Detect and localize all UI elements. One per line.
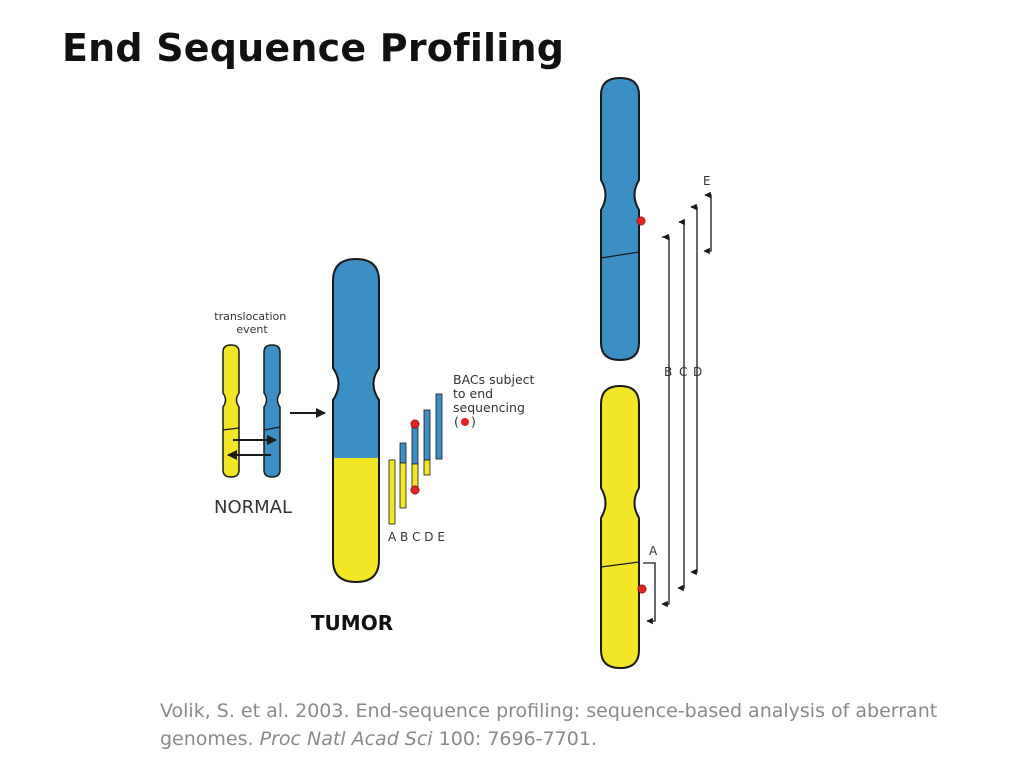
bracket-label-a: A: [649, 544, 658, 558]
bacs-label-line2: to end: [453, 386, 493, 401]
bracket-e: [703, 194, 712, 255]
slide-title: End Sequence Profiling: [62, 26, 565, 70]
bac-clone-a: [388, 459, 396, 525]
translocation-arrows: [227, 435, 277, 460]
normal-chromosome-yellow: [222, 344, 240, 478]
bacs-label-line3: sequencing: [453, 400, 525, 415]
citation-journal: Proc Natl Acad Sci: [259, 728, 433, 750]
bac-clone-d: [423, 409, 431, 476]
translocation-label-line1: translocation: [214, 310, 286, 323]
bacs-label-open-paren: (: [454, 414, 459, 429]
translocation-label-line2: event: [236, 323, 268, 336]
bac-letters: A B C D E: [388, 530, 445, 544]
bracket-c: [677, 221, 685, 592]
citation: Volik, S. et al. 2003. End-sequence prof…: [160, 697, 950, 753]
normal-chromosome-blue: [263, 344, 281, 478]
end-marker-upper: [410, 419, 420, 429]
bacs-legend: BACs subject to end sequencing ( ): [453, 372, 538, 429]
end-marker-blue-chromosome: [636, 216, 646, 226]
bacs-label-line1: BACs subject: [453, 372, 535, 387]
citation-volume-pages: 100: 7696-7701.: [438, 728, 597, 750]
bac-clone-b: [399, 442, 407, 509]
translocation-label: translocation event: [214, 310, 289, 336]
bracket-label-c: C: [679, 365, 687, 379]
bracket-label-e: E: [703, 174, 711, 188]
bracket-a: [643, 562, 656, 625]
bac-clone-e: [435, 393, 443, 460]
citation-text: Volik, S. et al. 2003. End-sequence prof…: [160, 700, 938, 750]
bac-clones: [388, 393, 443, 525]
bracket-label-d: D: [693, 365, 702, 379]
end-marker-yellow-chromosome: [637, 584, 647, 594]
end-marker-lower: [410, 485, 420, 495]
bracket-d: [690, 206, 698, 576]
bacs-legend-marker: [461, 418, 469, 426]
bracket-label-b: B: [664, 365, 672, 379]
bac-clone-c: [411, 423, 419, 493]
large-chromosome-yellow: [600, 384, 647, 670]
large-chromosome-blue: [600, 76, 646, 362]
tumor-label: TUMOR: [311, 611, 393, 635]
tumor-chromosome: [332, 257, 380, 584]
svg-text:BACs subject to end: BACs subject to end sequencing: [453, 372, 538, 415]
bacs-label-close-paren: ): [471, 414, 476, 429]
normal-label: NORMAL: [214, 497, 292, 518]
bracket-b: [661, 236, 670, 608]
bracket-top-arrows: [662, 191, 711, 241]
